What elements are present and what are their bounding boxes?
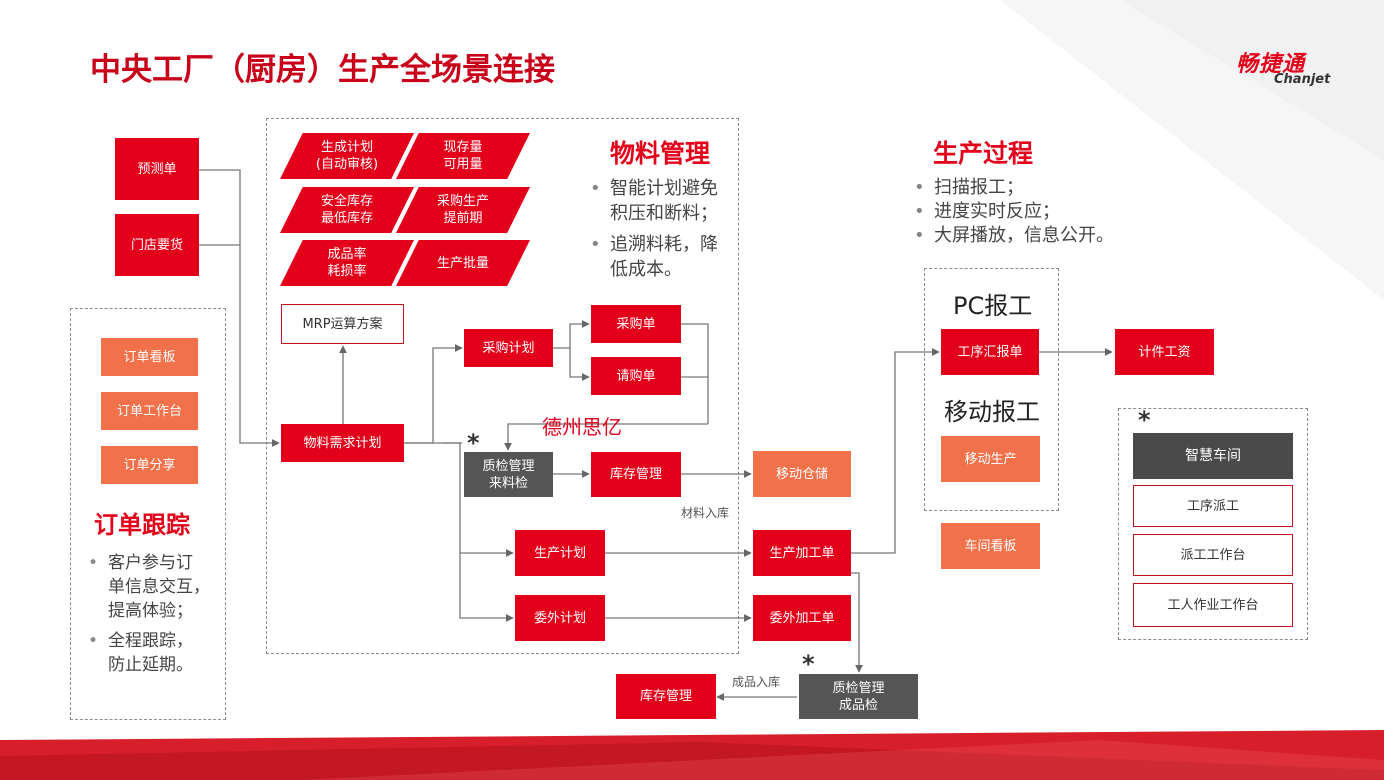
material-management-bullet: 追溯料耗，降 低成本。: [586, 232, 736, 282]
material-tag: 现存量 可用量: [396, 133, 530, 179]
order-tracking-bullet: 客户参与订 单信息交互， 提高体验；: [84, 551, 224, 623]
page-title: 中央工厂（厨房）生产全场景连接: [90, 52, 555, 88]
production-process-heading: 生产过程: [933, 139, 1034, 168]
order-workbench-button[interactable]: 订单工作台: [101, 392, 198, 430]
inventory-management-box[interactable]: 库存管理: [591, 452, 681, 497]
store-order-box[interactable]: 门店要货: [115, 214, 199, 276]
material-management-bullet: 智能计划避免 积压和断料；: [586, 176, 736, 226]
mobile-warehouse-box[interactable]: 移动仓储: [753, 451, 851, 497]
smart-workshop-box[interactable]: 智慧车间: [1133, 433, 1293, 479]
process-dispatch-box[interactable]: 工序派工: [1133, 485, 1293, 527]
production-order-box[interactable]: 生产加工单: [753, 530, 851, 576]
final-inventory-box[interactable]: 库存管理: [616, 674, 716, 719]
order-tracking-heading: 订单跟踪: [94, 511, 190, 539]
requisition-box[interactable]: 请购单: [591, 357, 681, 395]
star-marker: *: [467, 429, 480, 457]
production-process-bullet: 扫描报工；: [910, 176, 1170, 200]
outsourcing-plan-box[interactable]: 委外计划: [515, 595, 605, 641]
material-management-container: [266, 118, 739, 654]
smart-workshop-container: [1118, 408, 1308, 640]
finished-qc-box[interactable]: 质检管理 成品检: [799, 674, 918, 719]
incoming-qc-box[interactable]: 质检管理 来料检: [464, 452, 553, 497]
production-process-bullets: 扫描报工； 进度实时反应； 大屏播放，信息公开。: [910, 176, 1170, 248]
order-share-button[interactable]: 订单分享: [101, 446, 198, 484]
purchase-plan-box[interactable]: 采购计划: [464, 329, 553, 367]
production-process-bullet: 大屏播放，信息公开。: [910, 224, 1170, 248]
production-process-bullet: 进度实时反应；: [910, 200, 1170, 224]
order-tracking-container: [70, 308, 226, 720]
star-marker: *: [802, 650, 815, 678]
material-management-heading: 物料管理: [610, 139, 711, 168]
production-plan-box[interactable]: 生产计划: [515, 530, 605, 576]
outsourcing-order-box[interactable]: 委外加工单: [753, 595, 851, 641]
process-report-box[interactable]: 工序汇报单: [941, 329, 1039, 375]
star-marker: *: [1138, 406, 1151, 434]
material-tag: 安全库存 最低库存: [280, 187, 414, 233]
material-inbound-label: 材料入库: [681, 506, 730, 520]
material-management-bullets: 智能计划避免 积压和断料； 追溯料耗，降 低成本。: [586, 176, 736, 288]
workshop-board-box[interactable]: 车间看板: [941, 523, 1040, 569]
dispatch-workbench-box[interactable]: 派工工作台: [1133, 534, 1293, 576]
mrp-scheme-box[interactable]: MRP运算方案: [281, 304, 404, 344]
mobile-report-title: 移动报工: [944, 398, 1040, 426]
reporting-container: [924, 268, 1059, 511]
order-board-button[interactable]: 订单看板: [101, 338, 198, 376]
chanjet-logo: 畅捷通 Chanjet: [1236, 46, 1346, 90]
logo-cn-text: 畅捷通: [1236, 52, 1306, 77]
pc-report-title: PC报工: [953, 292, 1033, 320]
worker-workbench-box[interactable]: 工人作业工作台: [1133, 583, 1293, 627]
material-tag: 采购生产 提前期: [396, 187, 530, 233]
order-tracking-bullet: 全程跟踪， 防止延期。: [84, 629, 224, 677]
finished-inbound-label: 成品入库: [732, 675, 781, 689]
mobile-production-box[interactable]: 移动生产: [941, 436, 1040, 482]
forecast-box[interactable]: 预测单: [115, 138, 199, 200]
material-tag: 生成计划 (自动审核): [280, 133, 414, 179]
order-tracking-bullets: 客户参与订 单信息交互， 提高体验； 全程跟踪， 防止延期。: [84, 551, 224, 683]
material-tag: 成品率 耗损率: [280, 240, 414, 286]
watermark-text: 德州思亿: [542, 415, 622, 439]
material-requirement-plan-box[interactable]: 物料需求计划: [281, 424, 404, 462]
piece-wage-box[interactable]: 计件工资: [1115, 329, 1214, 375]
material-tag: 生产批量: [396, 240, 530, 286]
logo-en-text: Chanjet: [1274, 72, 1331, 87]
purchase-order-box[interactable]: 采购单: [591, 305, 681, 343]
